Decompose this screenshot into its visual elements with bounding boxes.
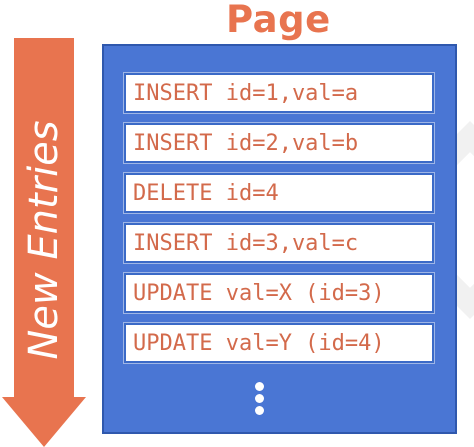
log-entry-text: INSERT id=3,val=c xyxy=(133,231,359,256)
log-entry-text: DELETE id=4 xyxy=(133,181,279,206)
log-entry-text: INSERT id=1,val=a xyxy=(133,81,359,106)
new-entries-label: New Entries xyxy=(21,120,67,360)
log-entry-text: INSERT id=2,val=b xyxy=(133,131,359,156)
log-entry-3: DELETE id=4 xyxy=(124,173,434,213)
log-entry-5: UPDATE val=X (id=3) xyxy=(124,273,434,313)
log-entry-text: UPDATE val=Y (id=4) xyxy=(133,331,385,356)
page-box: INSERT id=1,val=a INSERT id=2,val=b DELE… xyxy=(102,44,457,434)
arrow-down-icon xyxy=(2,38,86,447)
vertical-ellipsis-icon xyxy=(254,382,266,416)
log-entry-4: INSERT id=3,val=c xyxy=(124,223,434,263)
log-entry-6: UPDATE val=Y (id=4) xyxy=(124,323,434,363)
page-title: Page xyxy=(226,0,331,41)
log-entry-text: UPDATE val=X (id=3) xyxy=(133,281,385,306)
log-entry-2: INSERT id=2,val=b xyxy=(124,123,434,163)
log-entry-1: INSERT id=1,val=a xyxy=(124,73,434,113)
